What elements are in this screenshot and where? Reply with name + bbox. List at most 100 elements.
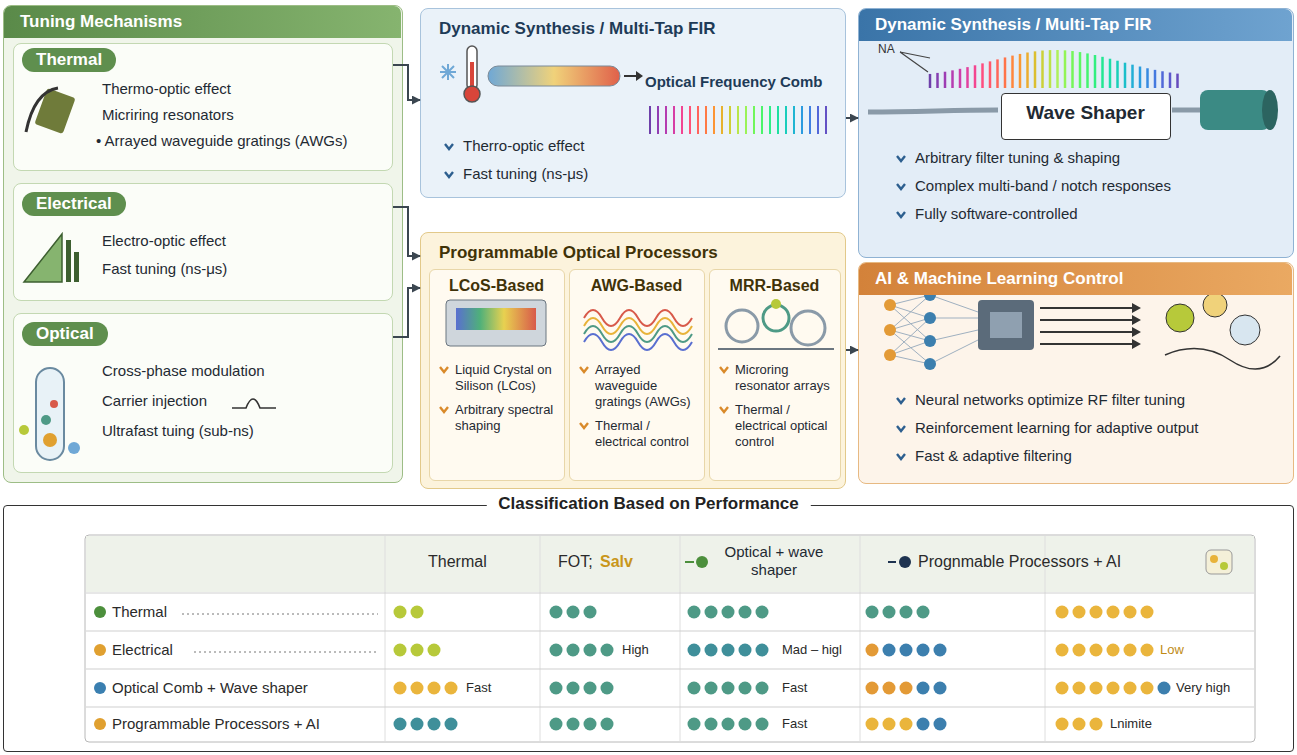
- rating-dot: [428, 644, 441, 657]
- mechanism-box: ThermalThermo-optic effectMicriring reso…: [13, 43, 393, 171]
- comb-line: [817, 106, 819, 134]
- rating-dot: [1107, 682, 1120, 695]
- table-cell: Very high: [1176, 680, 1230, 696]
- rating-dot: [705, 718, 718, 731]
- rating-dot: [756, 606, 769, 619]
- bullet-text: Arbitrary spectral shaping: [438, 402, 562, 434]
- rating-dot: [584, 644, 597, 657]
- table-cell: Fast: [466, 680, 491, 696]
- rating-dot: [900, 606, 913, 619]
- tab-label: Thermal: [22, 48, 116, 72]
- rating-dot: [883, 644, 896, 657]
- row-label: Programmable Processors + AI: [112, 715, 320, 733]
- spectrum-line: [996, 59, 999, 88]
- synthesis-box: Wave Shaper Dynamic Synthesis / Multi-Tap…: [858, 8, 1294, 258]
- rating-dot: [722, 644, 735, 657]
- column-heading: LCoS-Based: [430, 276, 563, 295]
- comb-line: [697, 106, 699, 134]
- neural-network: [884, 289, 1280, 370]
- synthesis-box: Dynamic Synthesis / Multi-Tap FIROptical…: [420, 8, 846, 198]
- rating-dot: [601, 682, 614, 695]
- spectrum-line: [989, 61, 992, 88]
- rating-dot: [1090, 682, 1103, 695]
- rating-dot: [1124, 644, 1137, 657]
- spectrum-line: [929, 74, 932, 88]
- rating-dot: [411, 718, 424, 731]
- bullet-text: Neural networks optimize RF filter tunin…: [895, 391, 1185, 409]
- box-heading: Dynamic Synthesis / Multi-Tap FIR: [439, 19, 715, 39]
- rating-dot: [883, 606, 896, 619]
- comb-line: [673, 106, 675, 134]
- rating-dot: [883, 682, 896, 695]
- processor-box: LCoS-BasedLiquid Crystal on Silison (LCo…: [420, 232, 846, 489]
- spectrum-line: [1011, 56, 1014, 88]
- rating-dot: [550, 682, 563, 695]
- bullet-text: Arrayed waveguide gratings (AWGs): [578, 362, 702, 410]
- rating-dot: [411, 644, 424, 657]
- spectrum-line: [1124, 63, 1127, 88]
- processor-column: LCoS-BasedLiquid Crystal on Silison (LCo…: [429, 269, 565, 481]
- rating-dot: [1073, 682, 1086, 695]
- rating-dot: [567, 606, 580, 619]
- rating-dot: [756, 682, 769, 695]
- rating-dot: [900, 682, 913, 695]
- spectrum-line: [1109, 59, 1112, 88]
- spectrum-line: [1079, 52, 1082, 88]
- rating-dot: [866, 718, 879, 731]
- bullet-text: Fast & adaptive filtering: [895, 447, 1072, 465]
- comb-line: [665, 106, 667, 134]
- rating-dot: [1124, 606, 1137, 619]
- comb-line: [681, 106, 683, 134]
- rating-dot: [739, 606, 752, 619]
- spectrum-line: [1056, 50, 1059, 88]
- spectrum-line: [1049, 50, 1052, 88]
- rating-dot: [1090, 718, 1103, 731]
- comb-line: [721, 106, 723, 134]
- text-label: Cross-phase modulation: [102, 362, 265, 380]
- rating-dot: [1073, 644, 1086, 657]
- text-label: Thermo-optic effect: [102, 80, 231, 98]
- rating-dot: [1056, 682, 1069, 695]
- rating-dot: [428, 718, 441, 731]
- rating-dot: [900, 644, 913, 657]
- comb-line: [785, 106, 787, 134]
- rating-dot: [394, 682, 407, 695]
- rating-dot: [584, 718, 597, 731]
- flow-arrow: [846, 349, 858, 351]
- rating-dot: [739, 644, 752, 657]
- rating-dot: [1073, 718, 1086, 731]
- rating-dot: [1107, 644, 1120, 657]
- table-cell: Mad – higl: [782, 642, 842, 658]
- table-cell: High: [622, 642, 649, 658]
- spectrum-line: [1071, 51, 1074, 88]
- spectrum-line: [1146, 68, 1149, 88]
- row-label: Electrical: [112, 641, 173, 659]
- lcos-device: [446, 300, 546, 346]
- aperture-label: NA: [878, 42, 895, 56]
- column-heading: MRR-Based: [710, 276, 839, 295]
- bullet-text: Microring resonator arrays: [718, 362, 838, 394]
- rating-dot: [1090, 644, 1103, 657]
- spectrum-line: [1161, 71, 1164, 88]
- rating-dot: [1158, 682, 1171, 695]
- rating-dot: [567, 718, 580, 731]
- text-label: Micriring resonators: [102, 106, 234, 124]
- rating-dot: [394, 606, 407, 619]
- spectrum-line: [1034, 51, 1037, 88]
- spectrum-line: [966, 67, 969, 88]
- spectrum-line: [1139, 67, 1142, 88]
- spectrum-line: [974, 65, 977, 88]
- rating-dot: [1124, 682, 1137, 695]
- spectrum-line: [1086, 53, 1089, 88]
- bullet-text: Therro-optic effect: [443, 137, 584, 155]
- spectrum-line: [1176, 74, 1179, 88]
- spectrum-line: [1169, 73, 1172, 88]
- comb-line: [753, 106, 755, 134]
- panel-heading: Dynamic Synthesis / Multi-Tap FIR: [859, 9, 1292, 41]
- mechanism-box: OpticalCross-phase modulationCarrier inj…: [13, 313, 393, 473]
- wave-shaper-box: Wave Shaper: [1001, 93, 1171, 140]
- rating-dot: [550, 606, 563, 619]
- rating-dot: [1056, 644, 1069, 657]
- rating-dot: [756, 644, 769, 657]
- rating-dot: [705, 644, 718, 657]
